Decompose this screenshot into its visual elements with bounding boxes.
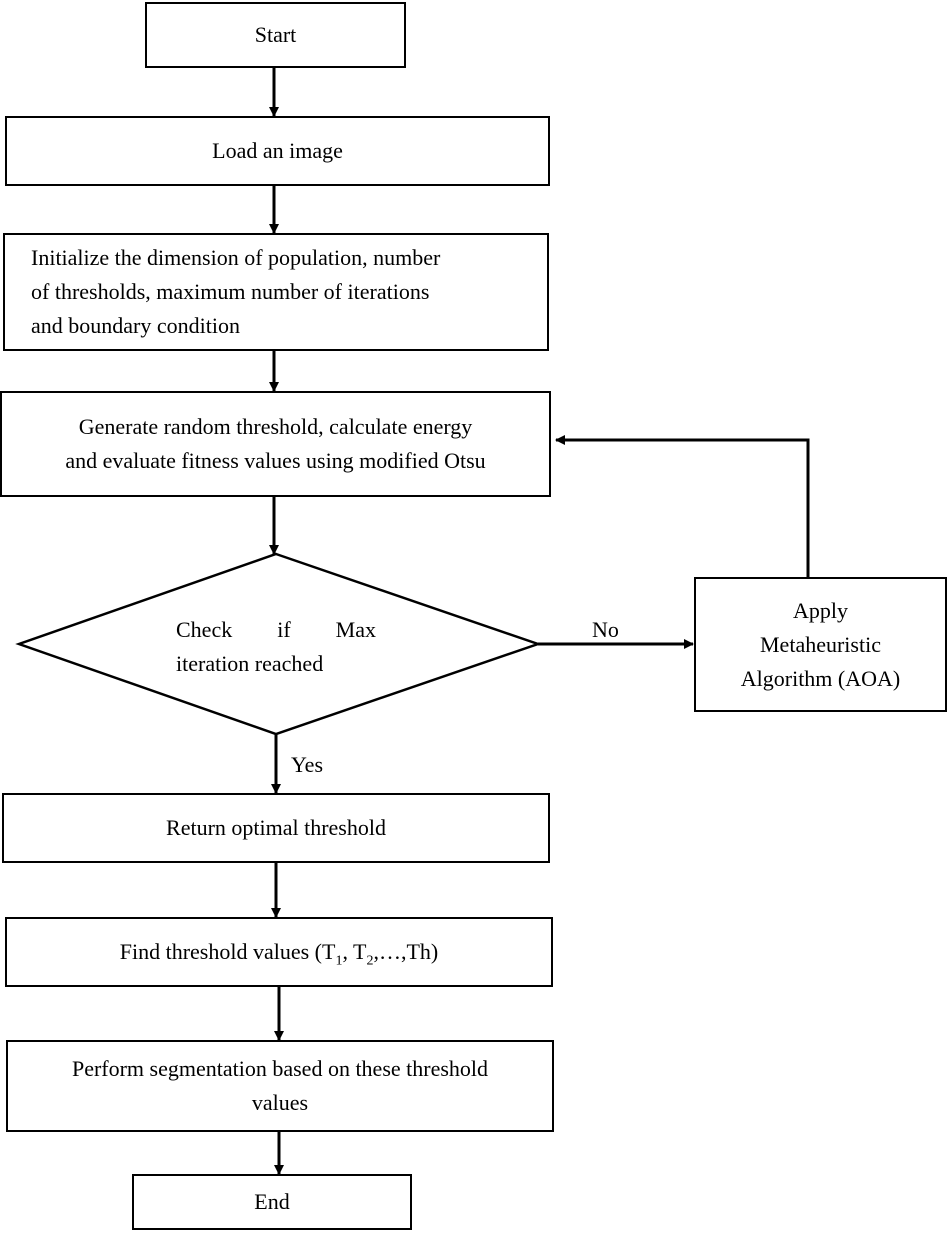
- apply-line-3: Algorithm (AOA): [740, 665, 901, 691]
- load-image-label: Load an image: [212, 138, 343, 163]
- return-threshold-label: Return optimal threshold: [166, 815, 386, 840]
- end-node: End: [132, 1174, 412, 1230]
- generate-node: Generate random threshold, calculate ene…: [0, 391, 551, 497]
- decision-word-1: Check: [176, 617, 233, 642]
- initialize-line-1: Initialize the dimension of population, …: [31, 245, 441, 270]
- initialize-node: Initialize the dimension of population, …: [3, 233, 549, 351]
- find-text-prefix: Find threshold values (T: [119, 939, 336, 964]
- initialize-line-2: of thresholds, maximum number of iterati…: [31, 279, 430, 304]
- apply-line-2: Metaheuristic: [760, 631, 881, 657]
- apply-line-1: Apply: [792, 597, 848, 623]
- generate-line-2: and evaluate fitness values using modifi…: [65, 448, 486, 473]
- perform-line-2: values: [251, 1090, 309, 1115]
- decision-word-3: Max: [335, 617, 376, 642]
- find-text-suffix: ,…,Th): [373, 939, 439, 964]
- perform-line-1: Perform segmentation based on these thre…: [71, 1056, 489, 1081]
- decision-diamond: [15, 552, 542, 736]
- start-label: Start: [254, 22, 297, 47]
- arrow-apply-to-generate: [555, 435, 810, 577]
- start-node: Start: [145, 2, 406, 68]
- decision-word-2: if: [277, 617, 291, 642]
- decision-text: Check if Max iteration reached: [176, 613, 376, 681]
- initialize-line-3: and boundary condition: [31, 313, 240, 338]
- decision-line-2: iteration reached: [176, 651, 324, 676]
- find-sub-1: 1: [335, 953, 343, 969]
- load-image-node: Load an image: [5, 116, 550, 186]
- generate-line-1: Generate random threshold, calculate ene…: [78, 414, 473, 439]
- apply-metaheuristic-node: Apply Metaheuristic Algorithm (AOA): [694, 577, 947, 712]
- return-threshold-node: Return optimal threshold: [2, 793, 550, 863]
- end-label: End: [254, 1189, 290, 1214]
- edge-label-no: No: [592, 617, 619, 642]
- perform-segmentation-node: Perform segmentation based on these thre…: [6, 1040, 554, 1132]
- find-threshold-label: Find threshold values (T1, T2,…,Th): [120, 935, 439, 969]
- edge-label-yes: Yes: [291, 752, 324, 777]
- find-threshold-node: Find threshold values (T1, T2,…,Th): [5, 917, 553, 987]
- find-text-mid: , T: [342, 939, 367, 964]
- find-sub-2: 2: [366, 953, 374, 969]
- decision-line-1: Check if Max: [176, 613, 376, 647]
